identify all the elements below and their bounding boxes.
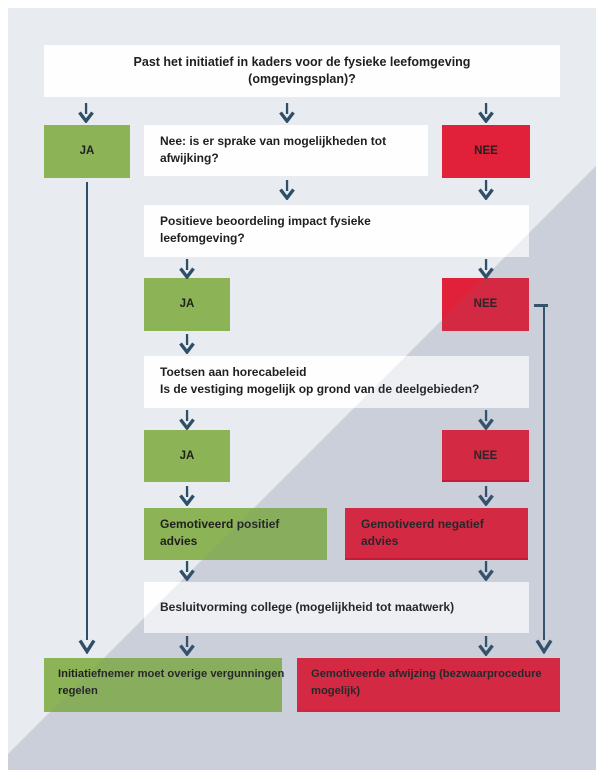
question-box-afwijking: Nee: is er sprake van mogelijkheden tot …: [144, 125, 428, 176]
answer-ja-2-label: JA: [179, 298, 195, 310]
answer-ja-3-label: JA: [179, 449, 195, 462]
result-box-positief-advies: Gemotiveerd positief advies: [144, 508, 327, 560]
down-arrow-icon: [477, 486, 495, 506]
down-arrow-icon: [178, 410, 196, 430]
down-arrow-icon: [477, 561, 495, 581]
question-horeca-line2: Is de vestiging mogelijk op grond van de…: [160, 382, 480, 396]
uitkomst-neg-line2: mogelijk): [311, 685, 361, 697]
outcome-box-afwijzing: Gemotiveerde afwijzing (bezwaarprocedure…: [297, 658, 560, 712]
down-arrow-icon: [477, 259, 495, 279]
answer-box-nee-1: NEE: [442, 125, 530, 178]
down-arrow-icon: [477, 180, 495, 200]
question-box-horecabeleid: Toetsen aan horecabeleid Is de vestiging…: [144, 356, 529, 408]
outcome-box-vergunningen: Initiatiefnemer moet overige vergunninge…: [44, 658, 285, 712]
advies-pos-line1: Gemotiveerd positief: [160, 517, 280, 531]
answer-nee-3-label: NEE: [473, 449, 498, 462]
question-afwijking-line1: Nee: is er sprake van mogelijkheden tot: [160, 134, 387, 148]
question-positief-line2: leefomgeving?: [160, 231, 245, 245]
uitkomst-pos-line2: regelen: [58, 685, 98, 697]
down-arrow-icon: [178, 486, 196, 506]
answer-box-ja-3: JA: [144, 430, 230, 482]
decision-box-kaders-line1: Past het initiatief in kaders voor de fy…: [133, 55, 471, 69]
answer-nee-1-label: NEE: [474, 145, 498, 157]
connector-nee2-horizontal: [534, 304, 548, 307]
down-arrow-icon: [178, 561, 196, 581]
down-arrow-icon: [278, 103, 296, 123]
answer-box-nee-3: NEE: [442, 430, 529, 482]
uitkomst-pos-line1: Initiatiefnemer moet overige vergunninge…: [58, 668, 285, 680]
down-arrow-icon: [477, 410, 495, 430]
connector-nee2-to-outcome: [542, 304, 546, 640]
answer-nee-2-label: NEE: [473, 298, 498, 310]
advies-neg-line1: Gemotiveerd negatief: [361, 517, 484, 531]
down-arrow-icon: [178, 636, 196, 656]
question-box-positieve-beoordeling: Positieve beoordeling impact fysieke lee…: [144, 205, 529, 257]
down-arrow-icon: [477, 103, 495, 123]
decision-box-kaders: Past het initiatief in kaders voor de fy…: [44, 45, 560, 97]
down-arrow-icon: [278, 180, 296, 200]
result-box-negatief-advies: Gemotiveerd negatief advies: [345, 508, 528, 560]
answer-box-ja-2: JA: [144, 278, 230, 331]
down-arrow-icon: [477, 636, 495, 656]
question-horeca-line1: Toetsen aan horecabeleid: [160, 365, 307, 379]
question-positief-line1: Positieve beoordeling impact fysieke: [160, 214, 371, 228]
decision-box-kaders-line2: (omgevingsplan)?: [248, 72, 356, 86]
advies-pos-line2: advies: [160, 534, 198, 548]
answer-ja-1-label: JA: [79, 145, 95, 157]
uitkomst-neg-line1: Gemotiveerde afwijzing (bezwaarprocedure: [311, 668, 542, 680]
down-arrowhead-icon: [535, 638, 553, 654]
advies-neg-line2: advies: [361, 534, 399, 548]
down-arrow-icon: [178, 259, 196, 279]
down-arrow-icon: [178, 334, 196, 354]
process-box-besluitvorming: Besluitvorming college (mogelijkheid tot…: [144, 582, 529, 633]
down-arrowhead-icon: [78, 638, 96, 654]
answer-box-nee-2: NEE: [442, 278, 529, 331]
connector-ja1-to-outcome: [85, 182, 88, 640]
down-arrow-icon: [77, 103, 95, 123]
besluitvorming-label: Besluitvorming college (mogelijkheid tot…: [160, 600, 455, 614]
answer-box-ja-1: JA: [44, 125, 130, 178]
question-afwijking-line2: afwijking?: [160, 151, 219, 165]
